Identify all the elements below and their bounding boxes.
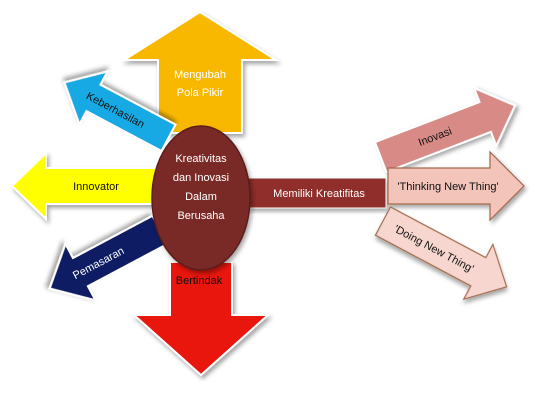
arrow-upleft-shape bbox=[63, 69, 177, 153]
center-label-line-1: Kreativitas bbox=[175, 153, 227, 165]
center-label-line-3: Dalam bbox=[185, 191, 217, 203]
arrow-up-label-line-1: Mengubah bbox=[174, 69, 226, 81]
arrow-inovasi: Inovasi bbox=[373, 86, 517, 174]
arrow-downleft-shape bbox=[48, 214, 169, 302]
center-label-line-4: Berusaha bbox=[177, 210, 225, 222]
center-node: Kreativitas dan Inovasi Dalam Berusaha bbox=[151, 125, 251, 271]
arrow-down-label: Bertindak bbox=[176, 275, 223, 287]
arrow-left-label: Innovator bbox=[73, 181, 119, 193]
arrow-pemasaran: Pemasaran bbox=[48, 214, 169, 302]
center-label-line-2: dan Inovasi bbox=[173, 172, 229, 184]
arrow-doing-shape bbox=[374, 206, 508, 301]
arrow-thinking-shape bbox=[387, 150, 525, 222]
arrow-bertindak: Bertindak bbox=[131, 261, 271, 377]
arrow-down-shape bbox=[131, 261, 271, 377]
arrow-thinking-label: 'Thinking New Thing' bbox=[397, 181, 498, 193]
bar-memiliki-kreatifitas: Memiliki Kreatifitas bbox=[247, 177, 387, 209]
center-ellipse bbox=[151, 125, 251, 271]
arrow-inovasi-shape bbox=[373, 86, 517, 174]
arrow-innovator: Innovator bbox=[10, 150, 161, 222]
bar-right-label: Memiliki Kreatifitas bbox=[273, 188, 365, 200]
arrow-up-label-line-2: Pola Pikir bbox=[177, 87, 224, 99]
arrow-thinking-new-thing: 'Thinking New Thing' bbox=[387, 150, 525, 222]
